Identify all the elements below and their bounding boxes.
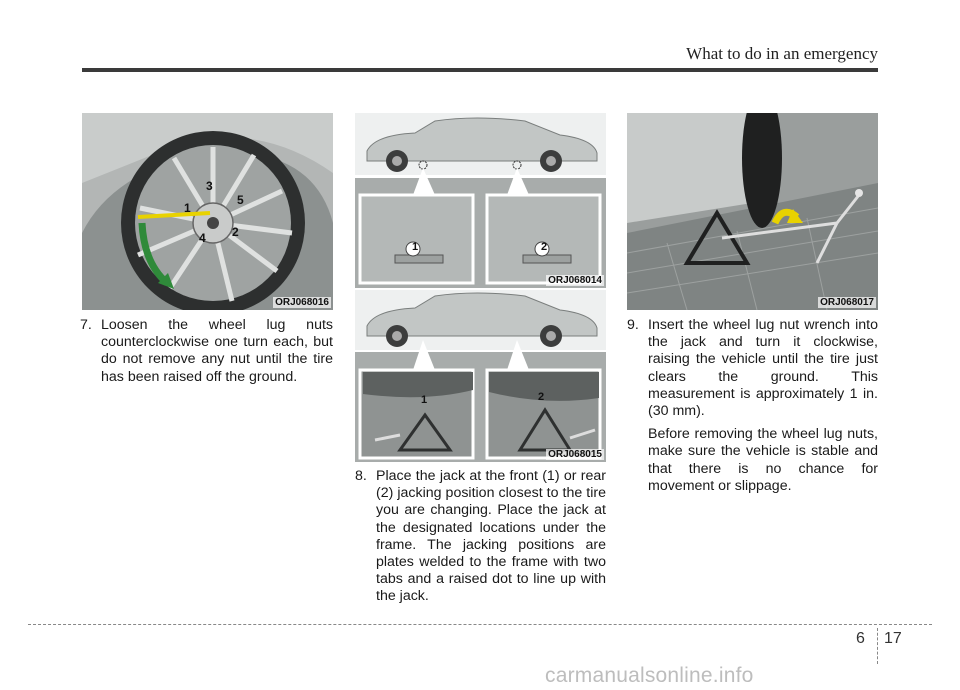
page-number: 17: [884, 630, 902, 647]
figure-jack-positions: 1 2 ORJ068014: [355, 113, 606, 288]
callout-5: 5: [237, 193, 244, 207]
step-7: 7. Loosen the wheel lug nuts countercloc…: [80, 317, 333, 386]
step-number: 8.: [355, 468, 367, 484]
step-9: 9. Insert the wheel lug nut wrench into …: [627, 317, 878, 495]
callout-1: 1: [421, 394, 428, 406]
callout-3: 3: [206, 179, 213, 193]
step-8: 8. Place the jack at the front (1) or re…: [355, 468, 606, 606]
callout-1: 1: [412, 241, 419, 253]
step-number: 9.: [627, 317, 639, 333]
section-number: 6: [856, 630, 865, 647]
jack-raise-illustration: [627, 113, 878, 310]
footer-divider: [877, 628, 878, 664]
callout-2: 2: [232, 225, 239, 239]
callout-1: 1: [184, 201, 191, 215]
footer-rule: [28, 624, 932, 625]
step-text: Place the jack at the front (1) or rear …: [376, 468, 606, 605]
wheel-illustration: [82, 113, 333, 310]
header-rule: [82, 68, 878, 72]
figure-code: ORJ068016: [273, 297, 331, 308]
step-note: Before removing the wheel lug nuts, make…: [648, 426, 878, 494]
figure-jack-raise: ORJ068017: [627, 113, 878, 310]
step-text: Loosen the wheel lug nuts counterclockwi…: [101, 317, 333, 385]
callout-2: 2: [541, 241, 548, 253]
car-side-jack-points: [355, 113, 606, 288]
jack-under-frame: [355, 290, 606, 462]
callout-4: 4: [199, 231, 206, 245]
figure-jack-placement: 1 2 ORJ068015: [355, 290, 606, 462]
figure-code: ORJ068017: [818, 297, 876, 308]
watermark: carmanualsonline.info: [545, 664, 754, 687]
figure-code: ORJ068015: [546, 449, 604, 460]
step-number: 7.: [80, 317, 92, 333]
step-text: Insert the wheel lug nut wrench into the…: [648, 317, 878, 420]
callout-2: 2: [538, 391, 545, 403]
figure-wheel: ORJ068016 1 2 3 4 5: [82, 113, 333, 310]
figure-code: ORJ068014: [546, 275, 604, 286]
header-title: What to do in an emergency: [686, 44, 878, 63]
